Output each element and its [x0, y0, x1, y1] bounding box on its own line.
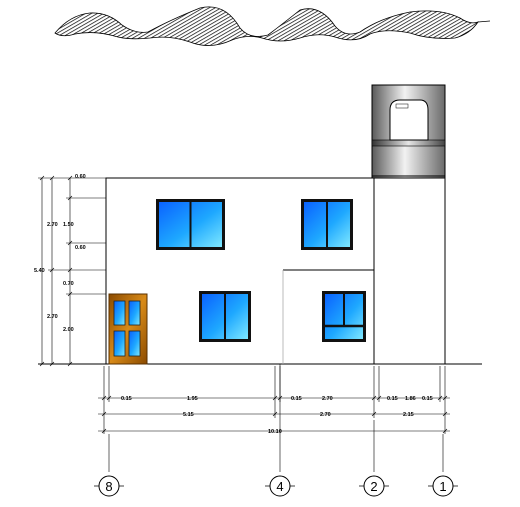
lower-right-window: [322, 291, 366, 342]
grid-axis-label-1: 1: [439, 479, 446, 494]
dim-row3-total: 10.10: [268, 429, 282, 435]
grid-axis-label-2: 2: [370, 479, 377, 494]
grid-axis-bubble-8: 8: [94, 475, 124, 497]
bottom-dimensions: [98, 366, 450, 434]
dim-row2-2: 2.70: [320, 412, 331, 418]
dim-row1-1: 0.15: [121, 396, 132, 402]
grid-axis-label-4: 4: [276, 479, 283, 494]
dim-row1-3: 0.15: [291, 396, 302, 402]
dim-overall-height: 5.40: [34, 268, 45, 274]
grid-axis-bubble-1: 1: [428, 475, 458, 497]
grid-axis-bubble-4: 4: [265, 475, 295, 497]
dim-row1-5: 0.15: [387, 396, 398, 402]
left-dimension-labels: 5.40 2.70 2.70 0.60 1.50 0.60 0.70 2.00: [34, 174, 86, 333]
dim-row1-4: 2.70: [322, 396, 333, 402]
dim-upper-height: 2.70: [47, 222, 58, 228]
lower-center-window: [199, 291, 251, 342]
upper-right-window: [301, 199, 353, 250]
front-door: [108, 293, 148, 365]
dim-segment-5: 2.00: [63, 327, 74, 333]
building-facade: [38, 177, 482, 365]
dim-segment-2: 1.50: [63, 222, 74, 228]
left-dimensions: [38, 175, 106, 367]
dim-segment-1: 0.60: [75, 174, 86, 180]
chimney: [371, 84, 446, 179]
dim-row2-1: 5.15: [183, 412, 194, 418]
dim-row1-7: 0.15: [422, 396, 433, 402]
grid-axis-lines: [108, 364, 444, 472]
dim-row2-3: 2.15: [403, 412, 414, 418]
bottom-dimension-labels: 0.15 1.95 0.15 2.70 0.15 1.86 0.15 5.15 …: [121, 396, 433, 435]
dim-lower-height: 2.70: [47, 314, 58, 320]
tree-canopy-hatch: [54, 6, 491, 46]
dim-row1-6: 1.86: [405, 396, 416, 402]
dim-row1-2: 1.95: [187, 396, 198, 402]
grid-axis-label-8: 8: [105, 479, 112, 494]
dim-segment-4: 0.70: [63, 281, 74, 287]
upper-left-window: [156, 199, 225, 250]
dim-segment-3: 0.60: [75, 245, 86, 251]
grid-axis-bubble-2: 2: [359, 475, 389, 497]
